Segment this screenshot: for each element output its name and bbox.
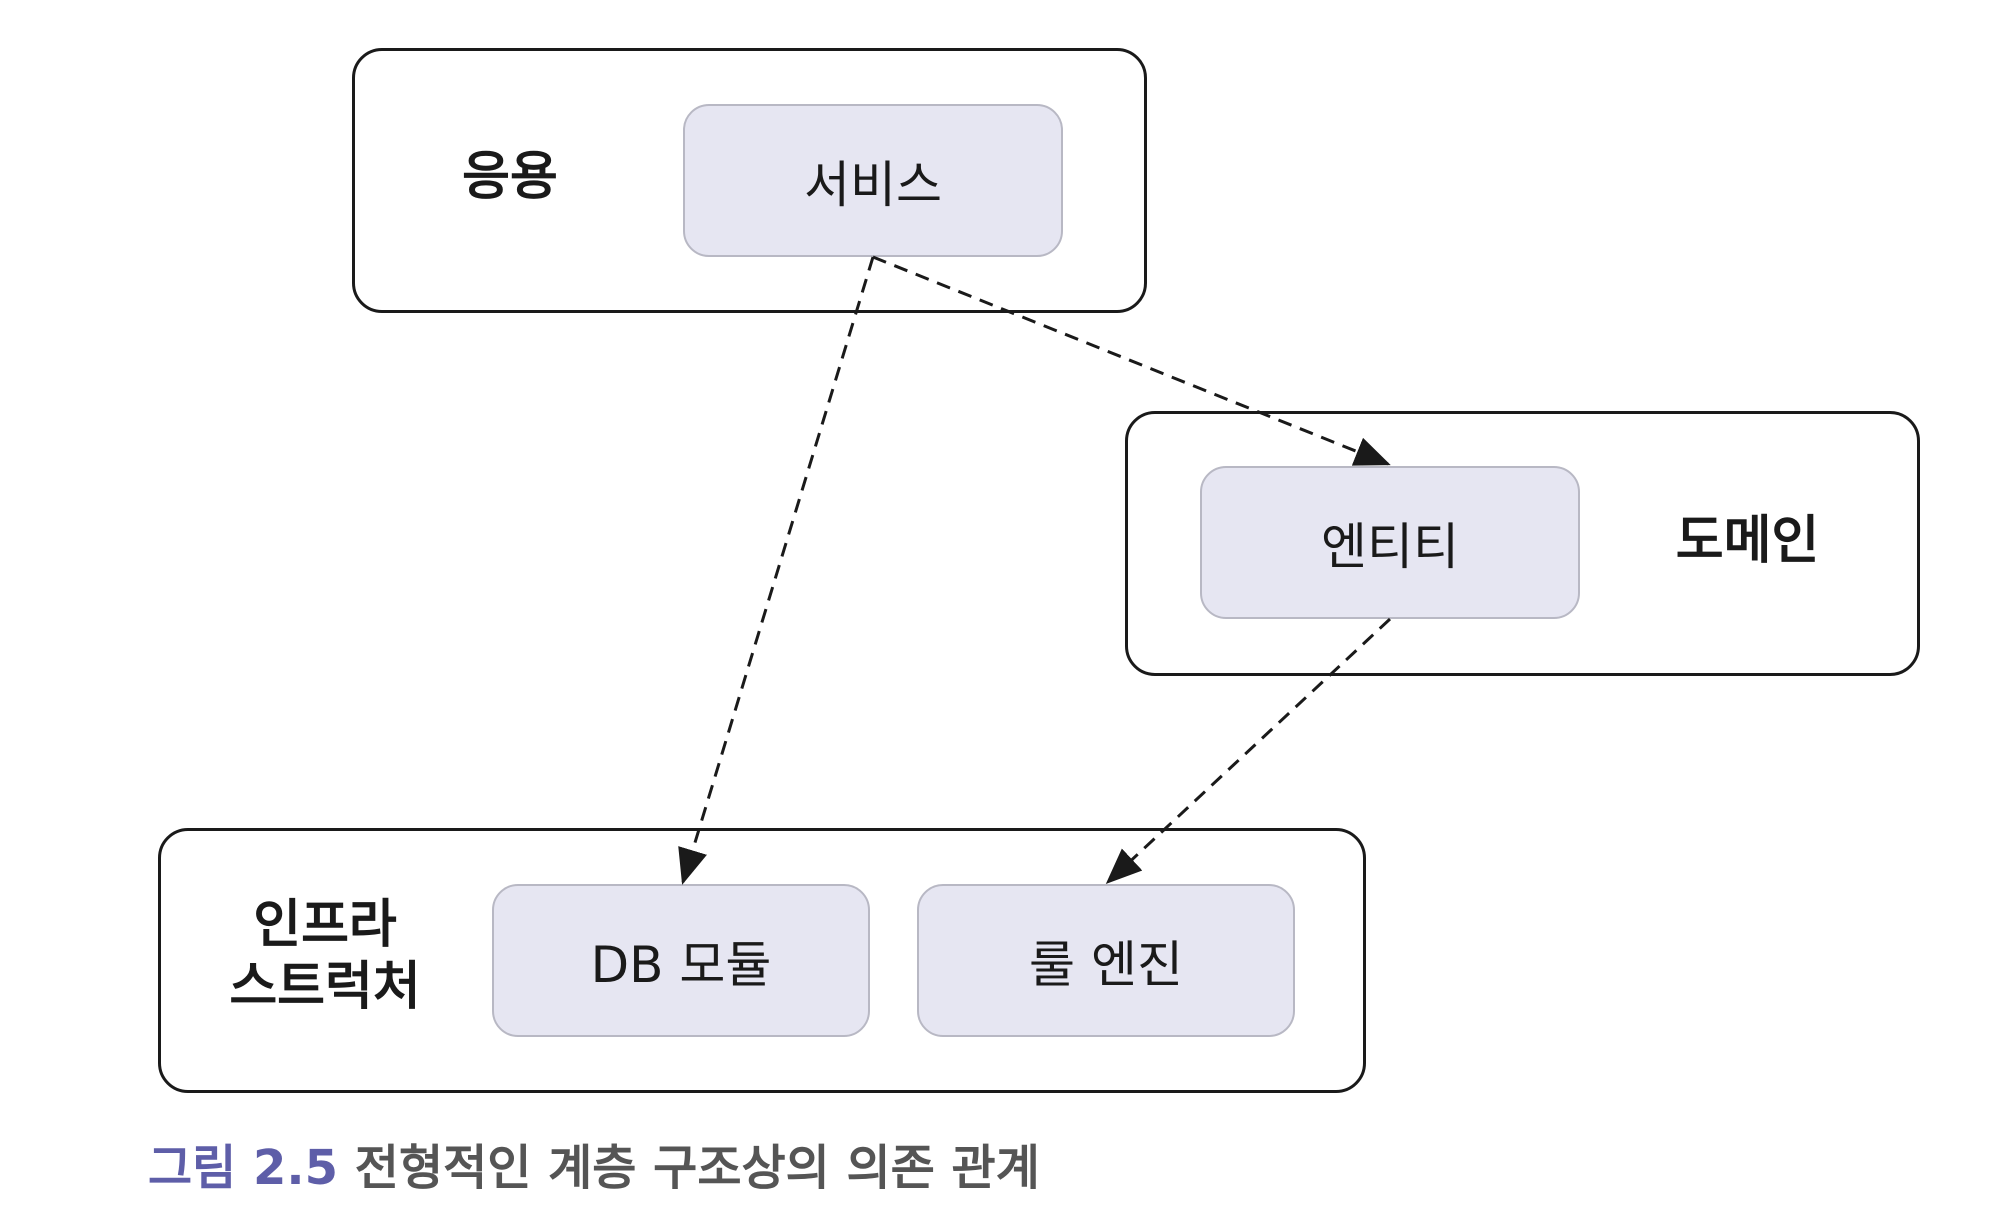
db-module: DB 모듈 xyxy=(492,884,870,1037)
rule-engine-module: 룰 엔진 xyxy=(917,884,1295,1037)
figure-title: 전형적인 계층 구조상의 의존 관계 xyxy=(354,1140,1040,1196)
arrow-service-to-db-module xyxy=(678,256,875,885)
infrastructure-label-line1: 인프라 xyxy=(253,895,397,955)
figure-number: 그림 2.5 xyxy=(148,1140,339,1196)
application-layer-label: 응용 xyxy=(462,147,558,207)
domain-layer-label: 도메인 xyxy=(1675,511,1820,571)
infrastructure-label-line2: 스트럭처 xyxy=(229,957,421,1018)
arrow-entity-to-rule-engine xyxy=(1105,617,1392,885)
service-module: 서비스 xyxy=(683,104,1063,257)
infrastructure-layer-label: 인프라 스트럭처 xyxy=(210,894,440,1019)
figure-caption: 그림 2.5 전형적인 계층 구조상의 의존 관계 xyxy=(148,1128,1040,1198)
entity-module: 엔티티 xyxy=(1200,466,1580,619)
arrow-service-to-entity xyxy=(872,255,1391,466)
